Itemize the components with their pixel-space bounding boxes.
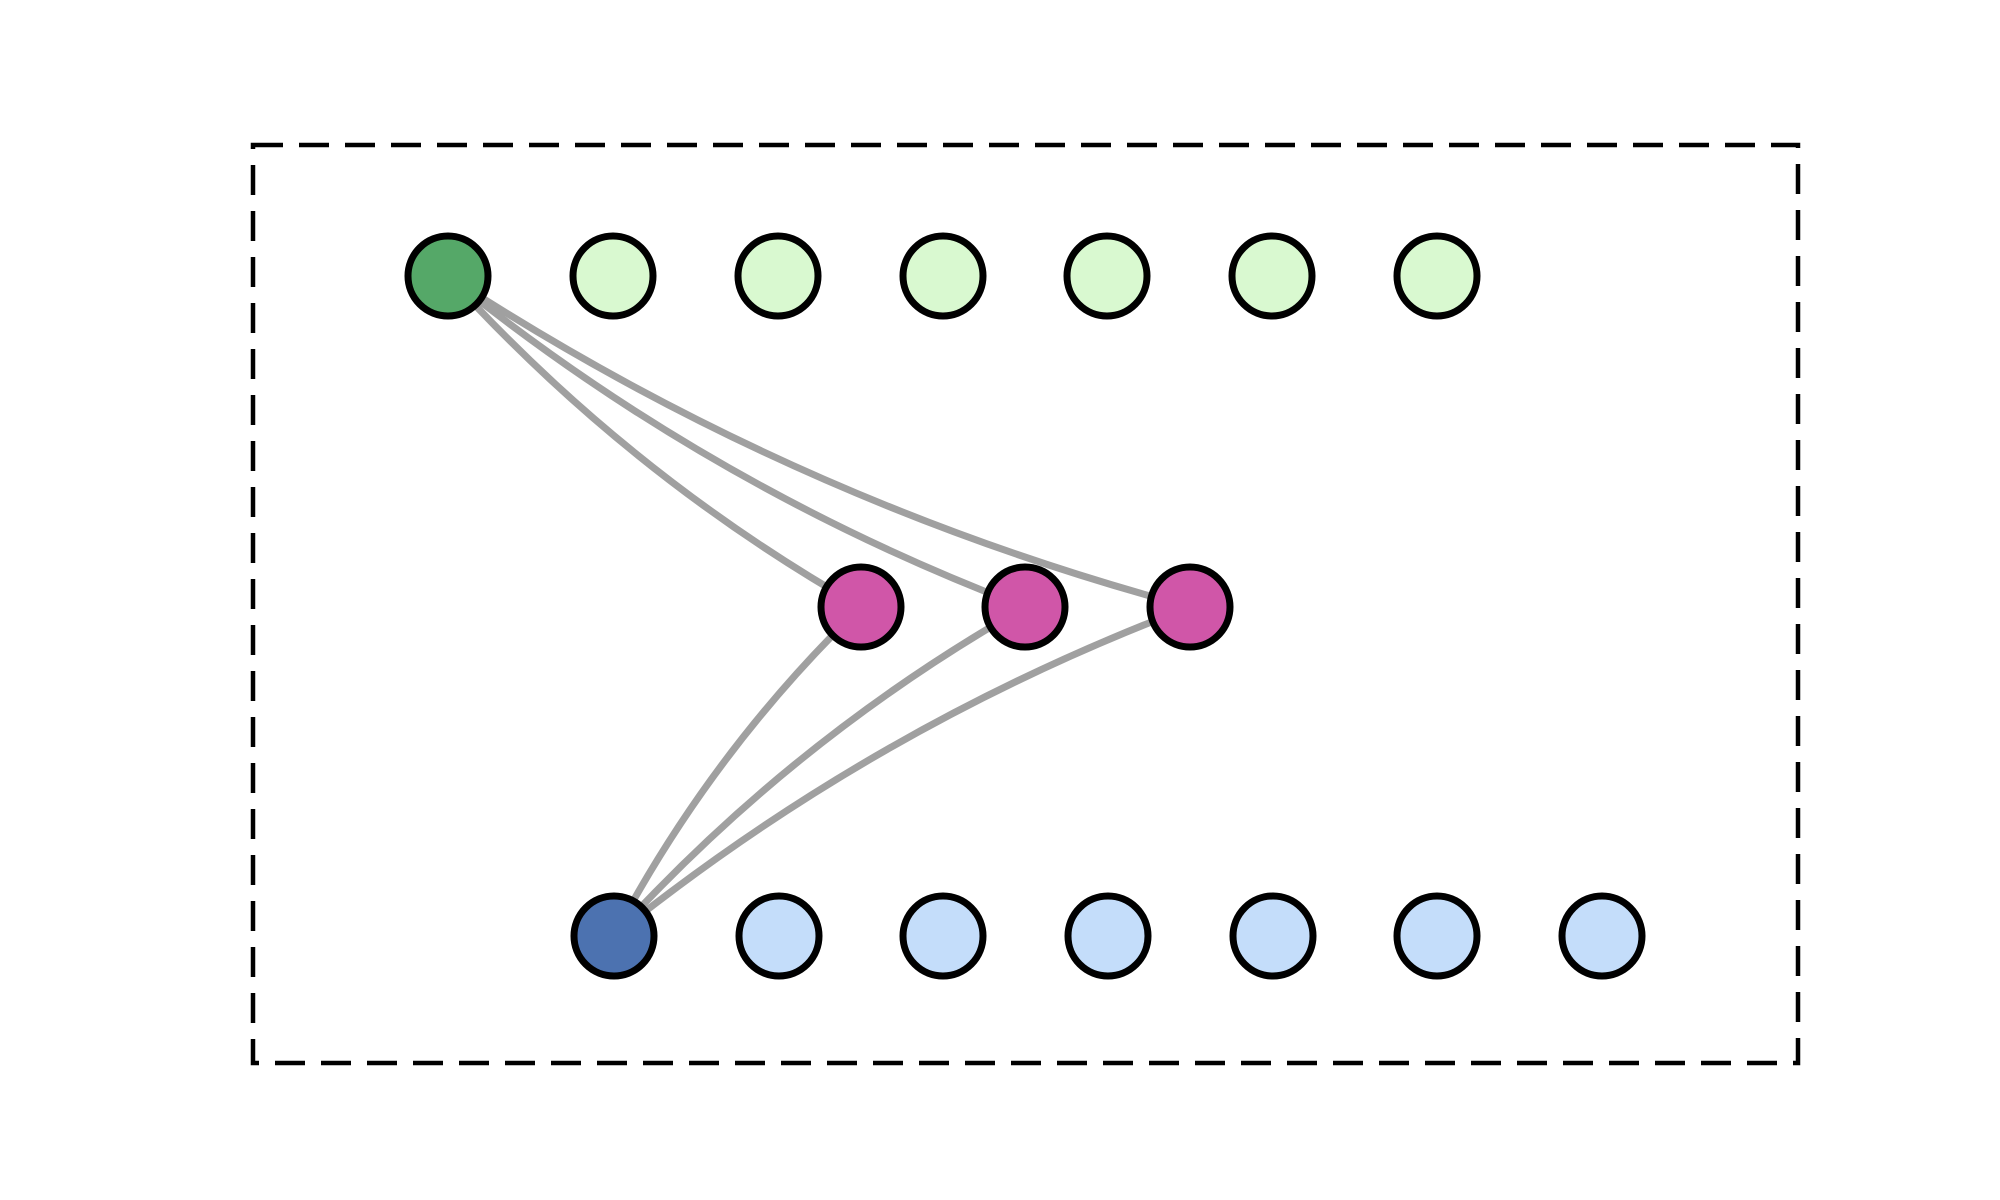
- edges-layer: [445, 273, 1192, 939]
- node-top-2: [569, 232, 657, 320]
- node-bottom-1: [570, 892, 658, 980]
- node-top-4: [899, 232, 987, 320]
- node-top-6: [1228, 232, 1316, 320]
- node-top-5: [1063, 232, 1151, 320]
- node-bottom-5: [1229, 892, 1317, 980]
- node-top-7: [1393, 232, 1481, 320]
- node-mid-1: [817, 563, 905, 651]
- node-top-3: [734, 232, 822, 320]
- edge-top-1-mid-1: [445, 273, 863, 611]
- node-bottom-7: [1558, 892, 1646, 980]
- edge-bottom-1-mid-1: [610, 604, 864, 938]
- node-bottom-2: [735, 892, 823, 980]
- node-bottom-6: [1393, 892, 1481, 980]
- node-bottom-4: [1064, 892, 1152, 980]
- edge-top-1-mid-3: [446, 273, 1191, 611]
- edge-bottom-1-mid-3: [611, 603, 1192, 939]
- dashed-frame: [250, 142, 1801, 1066]
- edge-bottom-1-mid-2: [611, 603, 1027, 939]
- node-bottom-3: [899, 892, 987, 980]
- node-mid-3: [1146, 563, 1234, 651]
- edge-top-1-mid-2: [445, 273, 1027, 611]
- node-mid-2: [981, 563, 1069, 651]
- node-top-1: [404, 232, 492, 320]
- nodes-layer: [404, 232, 1646, 980]
